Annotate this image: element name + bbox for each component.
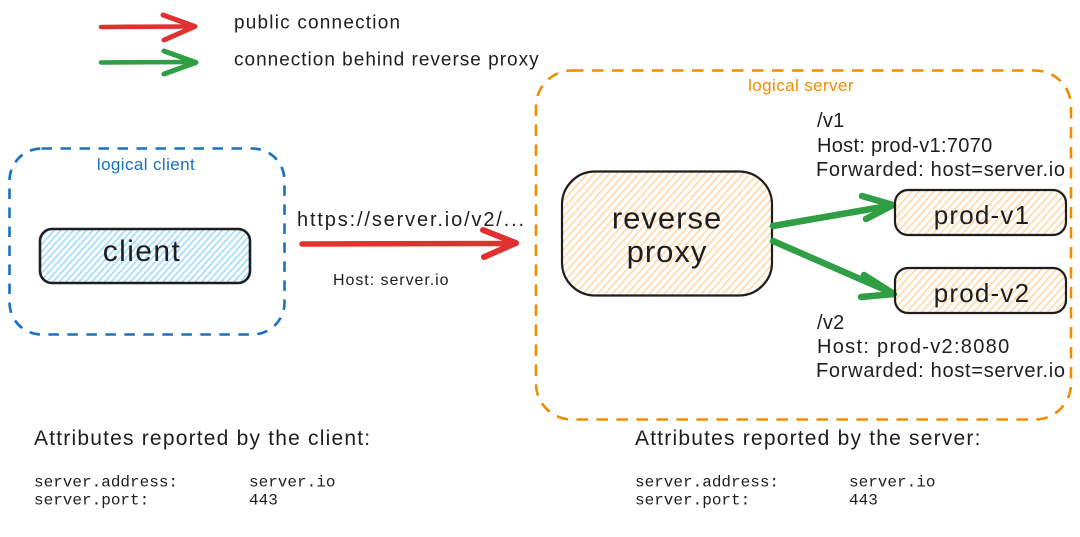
svg-text:443: 443 bbox=[249, 492, 278, 510]
svg-text:connection behind reverse prox: connection behind reverse proxy bbox=[234, 50, 540, 71]
svg-text:server.io: server.io bbox=[249, 474, 335, 492]
svg-text:Forwarded: host=server.io: Forwarded: host=server.io bbox=[816, 159, 1066, 181]
svg-text:logical server: logical server bbox=[748, 76, 854, 95]
svg-text:Host: server.io: Host: server.io bbox=[333, 272, 450, 289]
svg-text:Host: prod-v2:8080: Host: prod-v2:8080 bbox=[817, 336, 1011, 358]
svg-text:logical client: logical client bbox=[97, 155, 195, 174]
svg-text:server.address:: server.address: bbox=[34, 474, 178, 492]
svg-text:/v1: /v1 bbox=[817, 110, 845, 132]
svg-text:server.io: server.io bbox=[849, 474, 935, 492]
svg-text:/v2: /v2 bbox=[817, 312, 845, 334]
svg-text:reverse: reverse bbox=[612, 201, 722, 236]
svg-text:443: 443 bbox=[849, 492, 878, 510]
svg-text:Attributes reported by the ser: Attributes reported by the server: bbox=[635, 427, 982, 450]
svg-text:client: client bbox=[103, 235, 181, 268]
svg-text:Attributes reported by the cli: Attributes reported by the client: bbox=[34, 427, 371, 450]
svg-text:server.address:: server.address: bbox=[635, 474, 779, 492]
svg-text:public connection: public connection bbox=[234, 13, 401, 34]
svg-text:proxy: proxy bbox=[627, 234, 708, 269]
svg-text:Forwarded: host=server.io: Forwarded: host=server.io bbox=[816, 360, 1066, 382]
svg-text:server.port:: server.port: bbox=[34, 492, 149, 510]
svg-text:https://server.io/v2/...: https://server.io/v2/... bbox=[297, 209, 526, 231]
svg-text:Host: prod-v1:7070: Host: prod-v1:7070 bbox=[817, 135, 993, 157]
svg-text:prod-v2: prod-v2 bbox=[934, 278, 1031, 308]
svg-text:server.port:: server.port: bbox=[635, 492, 750, 510]
svg-text:prod-v1: prod-v1 bbox=[934, 200, 1031, 230]
